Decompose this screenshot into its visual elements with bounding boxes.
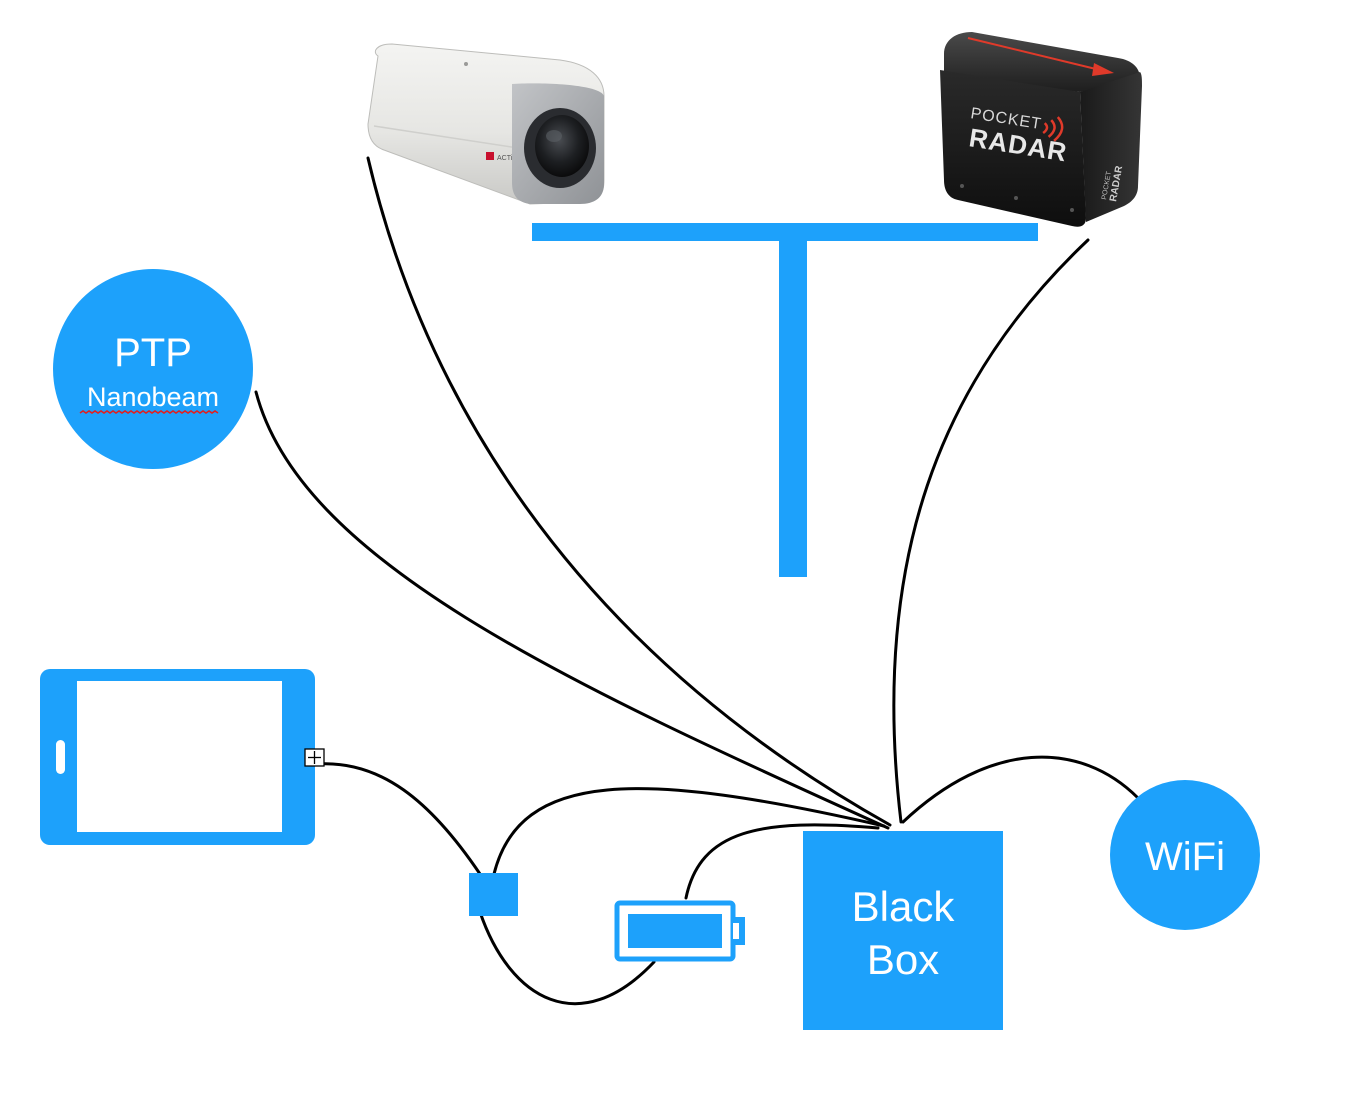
radar-gun-icon: POCKET RADAR POCKET RADAR xyxy=(940,32,1142,227)
wire-hub-to-battery xyxy=(478,910,656,1006)
wifi-node: WiFi xyxy=(1110,780,1260,930)
connector-plus-icon xyxy=(304,748,325,767)
wire-tablet-to-hub xyxy=(315,762,482,876)
box-camera-icon: ACTi xyxy=(367,43,605,205)
t-bar-mount xyxy=(532,223,1038,577)
wifi-circle xyxy=(1110,780,1260,930)
camera-brand-mark xyxy=(486,152,494,160)
wire-wifi-to-blackbox xyxy=(901,755,1140,824)
black-box-square xyxy=(803,831,1003,1030)
connection-wires xyxy=(254,156,1140,1006)
ptp-title: PTP xyxy=(114,331,192,375)
tablet-icon xyxy=(40,669,315,845)
black-box-label-line2: Box xyxy=(867,936,939,983)
ptp-nanobeam-node: PTP Nanobeam xyxy=(53,269,253,469)
t-bar-post xyxy=(779,236,807,577)
black-box-node: Black Box xyxy=(803,831,1003,1030)
ptp-subtitle: Nanobeam xyxy=(87,382,219,412)
wire-hub-to-blackbox xyxy=(492,787,886,876)
wifi-label: WiFi xyxy=(1145,835,1225,879)
wire-camera-to-blackbox xyxy=(366,156,892,827)
battery-icon xyxy=(614,900,745,962)
wire-ptp-to-blackbox xyxy=(254,390,890,830)
wire-radar-to-blackbox xyxy=(892,238,1090,824)
camera-brand-text: ACTi xyxy=(497,155,513,162)
t-bar-crossbar xyxy=(532,223,1038,241)
black-box-label-line1: Black xyxy=(852,883,956,930)
ptp-circle xyxy=(53,269,253,469)
spellcheck-underline xyxy=(79,410,219,414)
small-square-connector xyxy=(469,873,518,916)
wire-battery-to-blackbox xyxy=(684,823,880,900)
